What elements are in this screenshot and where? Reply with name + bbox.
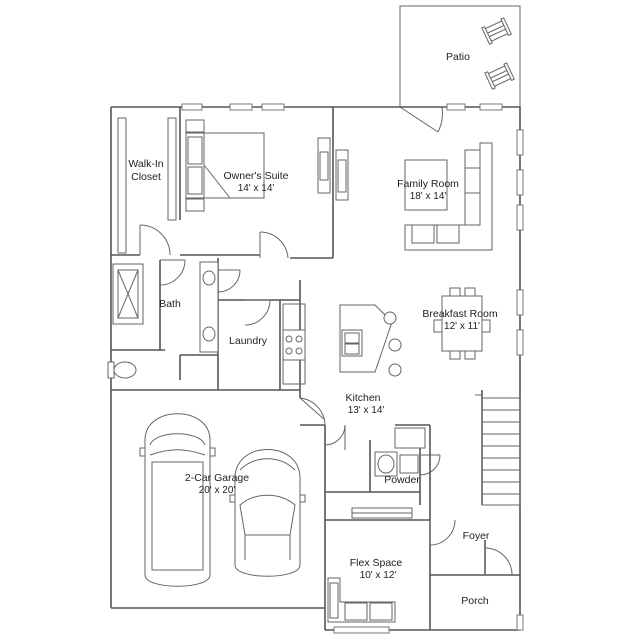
walk-in-closet-label-line2: Closet	[131, 171, 161, 183]
kitchen-island	[339, 304, 402, 377]
flex-sofa-icon	[327, 577, 396, 623]
kitchen-dims: 13' x 14'	[348, 405, 385, 416]
porch-label: Porch	[461, 595, 489, 607]
door-swings	[139, 224, 513, 576]
bath-fixtures	[107, 261, 219, 379]
breakfast-room-dims: 12' x 11'	[444, 321, 480, 332]
patio-label: Patio	[446, 51, 470, 63]
bed-icon	[185, 119, 265, 212]
sofa-icon	[404, 142, 493, 251]
kitchen-label: Kitchen	[345, 392, 380, 404]
owners-suite-dims: 14' x 14'	[238, 183, 275, 194]
family-room-label: Family Room	[397, 178, 459, 190]
patio-area	[399, 5, 521, 133]
stairs-icon	[475, 394, 521, 506]
range-icon	[282, 329, 306, 361]
bench-icon	[351, 507, 413, 519]
flex-space-dims: 10' x 12'	[360, 570, 397, 581]
kitchen-counter	[282, 303, 306, 385]
truck-icon	[139, 413, 216, 587]
breakfast-room-label: Breakfast Room	[422, 308, 498, 320]
coffee-table-icon	[404, 159, 448, 211]
flex-space-label: Flex Space	[350, 557, 403, 569]
bath-label: Bath	[159, 298, 181, 310]
foyer-label: Foyer	[463, 530, 490, 542]
patio-chair-icon	[481, 17, 512, 45]
dresser-icon	[317, 137, 349, 201]
walk-in-closet-label-line1: Walk-In	[128, 158, 163, 170]
garage-label: 2-Car Garage	[185, 472, 249, 484]
closet-shelves	[117, 117, 177, 254]
powder-label: Powder	[384, 474, 420, 486]
owners-suite-label: Owner's Suite	[223, 170, 288, 182]
patio-chair-icon	[484, 62, 515, 90]
family-room-dims: 18' x 14'	[410, 191, 447, 202]
powder-fixtures	[374, 427, 426, 477]
car-icon	[229, 449, 306, 577]
garage-dims: 20' x 20'	[199, 485, 236, 496]
laundry-label: Laundry	[229, 335, 268, 347]
dining-table-icon	[433, 287, 491, 360]
